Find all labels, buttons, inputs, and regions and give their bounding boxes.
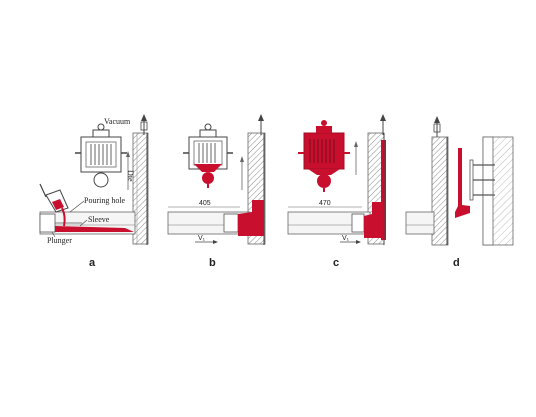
flow-arrow-icon: [380, 114, 386, 135]
panel-a-letter: a: [89, 257, 96, 269]
vacuum-valve-icon: [298, 120, 350, 192]
stroke-470: 470: [319, 200, 331, 207]
flow-arrow-icon: [258, 114, 264, 135]
velocity-v1: V₁: [342, 235, 350, 242]
pouring-hole-label: Pouring hole: [84, 196, 126, 205]
sleeve-label: Sleeve: [88, 215, 110, 224]
panel-d: d: [405, 116, 514, 269]
plunger-label: Plunger: [47, 236, 72, 245]
die-block: [431, 136, 449, 246]
panel-c: 470 V₁ c: [287, 114, 386, 269]
velocity-v1: V₁: [198, 235, 206, 242]
vacuum-label: Vacuum: [104, 117, 131, 126]
die-label: Die: [126, 170, 135, 182]
panel-a: Vacuum Die Pouring hole Sleeve Plunger a: [39, 114, 149, 269]
panel-b-letter: b: [209, 257, 216, 269]
vacuum-valve-icon: [183, 123, 233, 188]
flow-arrow-icon: [140, 114, 148, 135]
vacuum-valve-icon: [75, 123, 127, 188]
panel-b: 405 V₁ b: [167, 114, 266, 269]
panel-c-letter: c: [333, 257, 339, 269]
stroke-405: 405: [199, 200, 211, 207]
panel-d-letter: d: [453, 257, 460, 269]
flow-arrow-icon: [433, 116, 441, 137]
